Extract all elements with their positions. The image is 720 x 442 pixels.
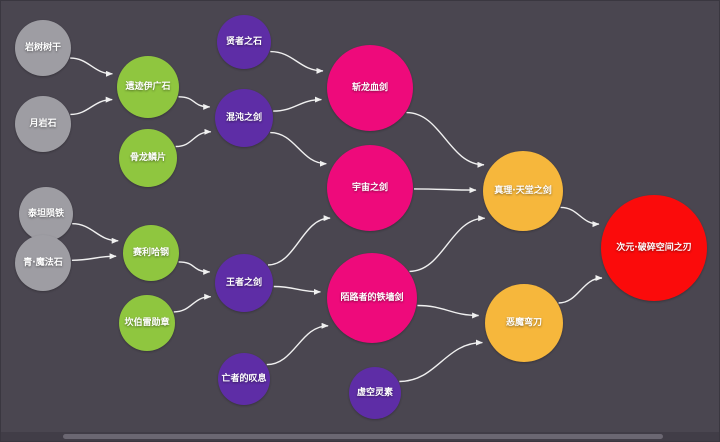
edge-stranger-iron-wall-sword-to-truth-heaven-sword [409,215,486,273]
graph-node-relic-stone[interactable]: 遗迹伊广石 [117,56,179,118]
graph-node-sage-stone[interactable]: 贤者之石 [217,15,271,69]
edge-demon-scimitar-to-dimension-shatter-blade [558,275,603,304]
edge-king-sword-to-stranger-iron-wall-sword [273,285,321,295]
graph-node-dead-mans-sigh[interactable]: 亡者的叹息 [218,353,270,405]
edge-cosmos-sword-to-truth-heaven-sword [413,187,477,194]
edge-rock-tree-trunk-to-relic-stone [70,57,113,77]
edges-group [70,50,603,383]
graph-node-cosmos-sword[interactable]: 宇宙之剑 [327,145,413,231]
graph-node-king-sword[interactable]: 王者之剑 [215,254,273,312]
graph-node-bone-dragon-scale[interactable]: 骨龙鳞片 [119,129,177,187]
edge-titan-meteor-iron-to-seliha-steel [72,223,119,244]
edge-blue-magic-stone-to-seliha-steel [71,253,117,261]
edge-bone-dragon-scale-to-chaos-sword [175,128,212,148]
graph-node-label: 遗迹伊广石 [125,81,171,92]
graph-node-label: 坎伯雷勋章 [124,317,170,328]
graph-node-camber-medal[interactable]: 坎伯雷勋章 [119,295,175,351]
edge-sage-stone-to-dragon-blood-sword [270,50,324,74]
graph-node-moon-rock[interactable]: 月岩石 [15,96,71,152]
edge-moon-rock-to-relic-stone [70,96,113,116]
graph-node-demon-scimitar[interactable]: 恶魔弯刀 [485,284,563,362]
graph-node-label: 青·魔法石 [23,257,63,268]
graph-node-label: 月岩石 [29,118,57,129]
graph-node-chaos-sword[interactable]: 混沌之剑 [215,89,273,147]
graph-node-label: 混沌之剑 [225,112,262,123]
graph-node-label: 斩龙血剑 [351,82,388,93]
graph-node-label: 恶魔弯刀 [505,317,542,328]
graph-node-label: 宇宙之剑 [351,182,388,193]
graph-node-stranger-iron-wall-sword[interactable]: 陌路者的铁墙剑 [327,253,417,343]
edge-relic-stone-to-chaos-sword [178,96,211,110]
graph-node-void-essence[interactable]: 虚空灵素 [349,367,401,419]
graph-node-truth-heaven-sword[interactable]: 真理·天堂之剑 [483,151,563,231]
horizontal-scrollbar-track[interactable] [1,432,719,441]
edge-chaos-sword-to-cosmos-sword [270,131,327,167]
graph-node-label: 泰坦陨铁 [27,208,64,219]
graph-node-dimension-shatter-blade[interactable]: 次元·破碎空间之刃 [601,195,707,301]
edge-chaos-sword-to-dragon-blood-sword [273,96,322,112]
graph-node-label: 骨龙鳞片 [129,152,166,163]
graph-node-label: 真理·天堂之剑 [494,185,552,196]
edge-dragon-blood-sword-to-truth-heaven-sword [406,111,485,168]
graph-node-label: 虚空灵素 [356,387,393,398]
edge-seliha-steel-to-king-sword [178,261,211,275]
graph-node-label: 赛利哈钢 [132,247,169,258]
edge-void-essence-to-demon-scimitar [399,339,483,383]
graph-node-titan-meteor-iron[interactable]: 泰坦陨铁 [19,187,73,241]
edge-dead-mans-sigh-to-stranger-iron-wall-sword [266,322,329,366]
graph-node-seliha-steel[interactable]: 赛利哈钢 [123,225,179,281]
graph-node-label: 贤者之石 [225,36,262,47]
edge-truth-heaven-sword-to-dimension-shatter-blade [560,206,600,228]
graph-node-blue-magic-stone[interactable]: 青·魔法石 [15,235,71,291]
graph-node-label: 岩树树干 [24,42,61,53]
graph-node-dragon-blood-sword[interactable]: 斩龙血剑 [327,45,413,131]
graph-node-label: 次元·破碎空间之刃 [616,242,692,253]
graph-node-label: 亡者的叹息 [221,373,267,384]
edge-camber-medal-to-king-sword [173,293,212,313]
graph-node-label: 王者之剑 [225,277,262,288]
edge-stranger-iron-wall-sword-to-demon-scimitar [417,304,480,319]
edge-king-sword-to-cosmos-sword [267,215,331,266]
horizontal-scrollbar-thumb[interactable] [63,434,663,439]
graph-node-rock-tree-trunk[interactable]: 岩树树干 [15,20,71,76]
graph-node-label: 陌路者的铁墙剑 [340,292,404,303]
